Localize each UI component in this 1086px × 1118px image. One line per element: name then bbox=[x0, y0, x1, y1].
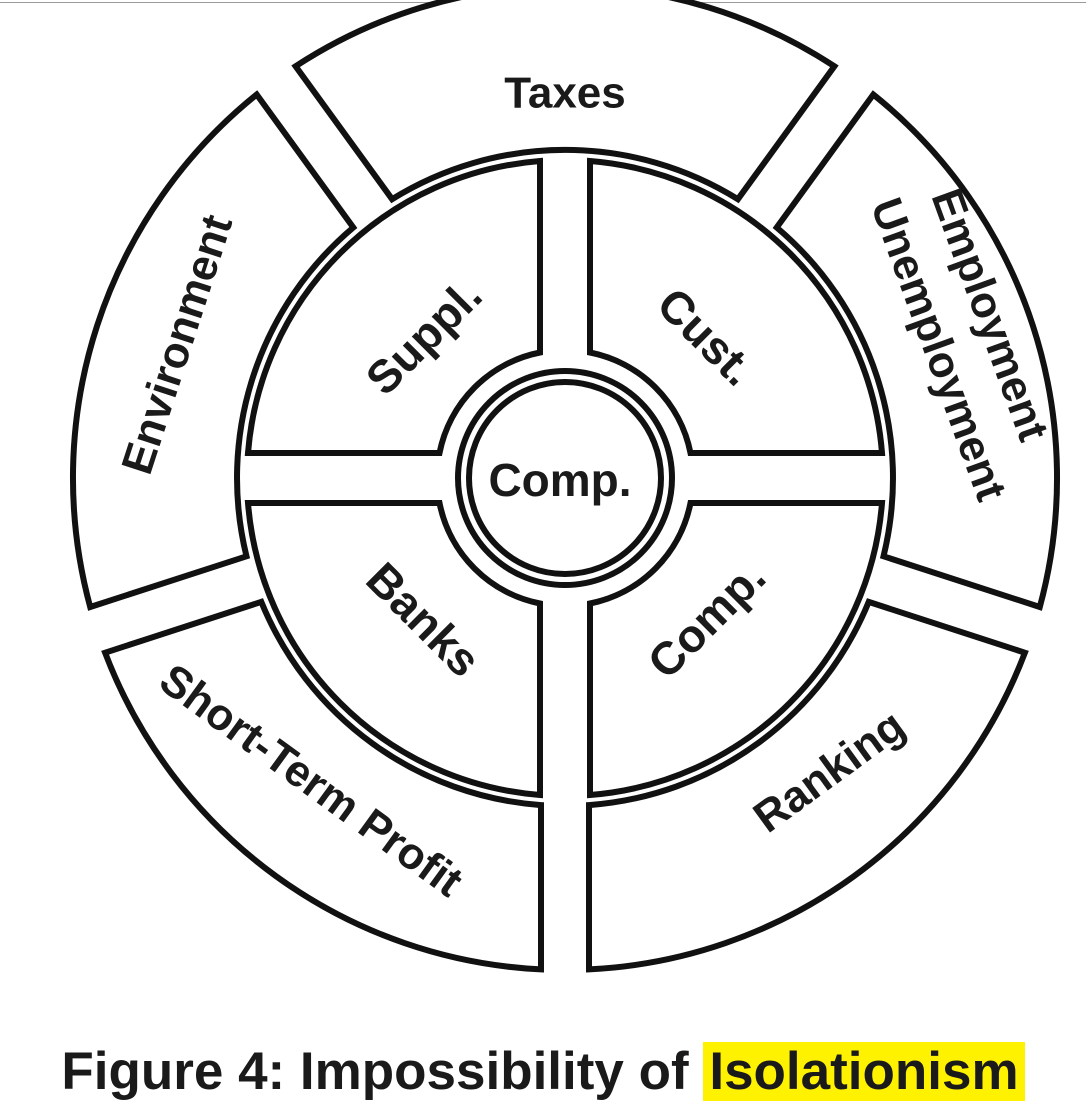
center-label: Comp. bbox=[488, 454, 631, 506]
outer-segment-employment bbox=[772, 90, 1061, 611]
inner-segment-suppl bbox=[244, 157, 543, 456]
outer-segment-taxes bbox=[291, 0, 839, 204]
center: Comp. bbox=[455, 368, 675, 588]
inner-segment-banks bbox=[244, 500, 543, 799]
figure-caption: Figure 4: Impossibility of Isolationism bbox=[0, 1036, 1086, 1108]
inner-segment-comp bbox=[587, 500, 886, 799]
inner-segment-cust bbox=[587, 157, 886, 456]
outer-segment-short-term-profit bbox=[101, 598, 544, 973]
outer-label-taxes: Taxes bbox=[504, 69, 626, 118]
caption-highlight: Isolationism bbox=[703, 1042, 1025, 1101]
inner-ring: Suppl.Cust.Comp.Banks bbox=[244, 157, 886, 799]
outer-segment-environment bbox=[69, 90, 358, 611]
center-circle bbox=[466, 379, 664, 577]
caption-prefix: Figure 4: Impossibility of bbox=[61, 1042, 704, 1101]
stakeholder-ring-diagram: TaxesEmploymentUnemploymentRankingShort-… bbox=[69, 0, 1061, 973]
outer-segment-ranking bbox=[586, 598, 1029, 973]
